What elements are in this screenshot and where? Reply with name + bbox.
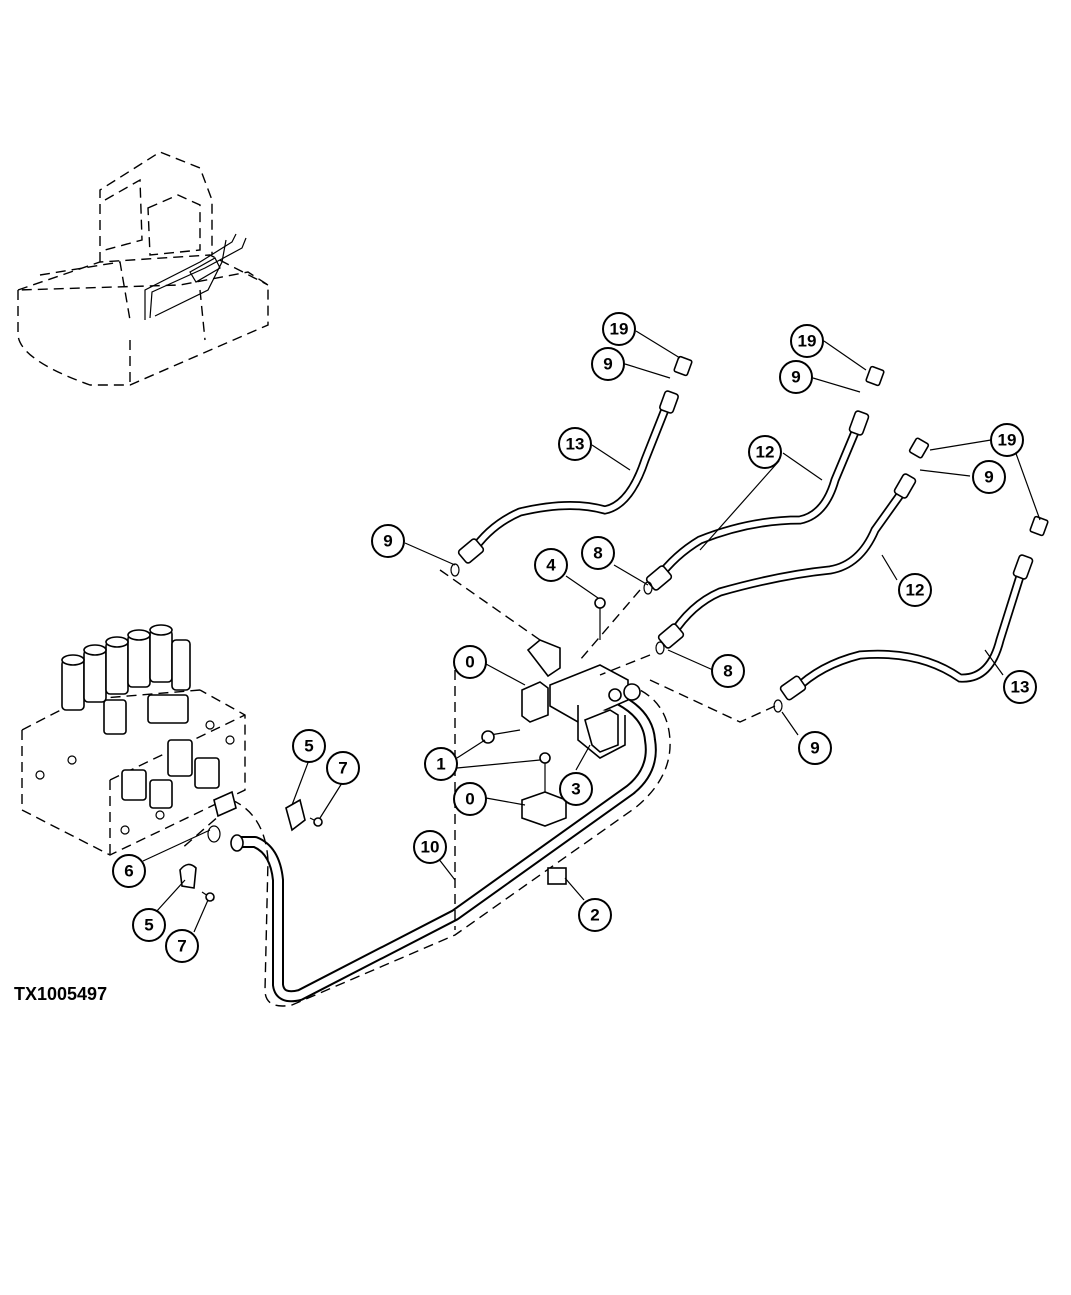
svg-text:8: 8 bbox=[593, 544, 602, 563]
callout-0-a: 0 bbox=[453, 645, 487, 679]
svg-text:19: 19 bbox=[610, 320, 629, 339]
figure-id-label: TX1005497 bbox=[14, 984, 108, 1004]
callout-19-a: 19 bbox=[602, 312, 636, 346]
svg-text:4: 4 bbox=[546, 556, 556, 575]
svg-text:13: 13 bbox=[1011, 678, 1030, 697]
callout-7-b: 7 bbox=[165, 929, 199, 963]
callout-9-b: 9 bbox=[779, 360, 813, 394]
svg-text:10: 10 bbox=[421, 838, 440, 857]
svg-text:5: 5 bbox=[144, 916, 153, 935]
svg-text:9: 9 bbox=[984, 468, 993, 487]
svg-text:9: 9 bbox=[791, 368, 800, 387]
callout-19-b: 19 bbox=[790, 324, 824, 358]
manifold-block-illustration bbox=[481, 597, 641, 885]
svg-text:13: 13 bbox=[566, 435, 585, 454]
hose-13-lower bbox=[773, 515, 1049, 713]
svg-text:6: 6 bbox=[124, 862, 133, 881]
callout-8-b: 8 bbox=[711, 654, 745, 688]
hose-12-upper bbox=[643, 365, 885, 595]
svg-text:0: 0 bbox=[465, 653, 474, 672]
svg-text:12: 12 bbox=[756, 443, 775, 462]
svg-text:19: 19 bbox=[798, 332, 817, 351]
callout-13-a: 13 bbox=[558, 427, 592, 461]
callout-9-a: 9 bbox=[591, 347, 625, 381]
svg-text:9: 9 bbox=[810, 739, 819, 758]
callout-4: 4 bbox=[534, 548, 568, 582]
callout-5-b: 5 bbox=[132, 908, 166, 942]
callout-13-b: 13 bbox=[1003, 670, 1037, 704]
svg-text:9: 9 bbox=[603, 355, 612, 374]
machine-overview-illustration bbox=[17, 151, 269, 386]
svg-text:5: 5 bbox=[304, 737, 313, 756]
callout-6: 6 bbox=[112, 854, 146, 888]
leader-lines bbox=[142, 330, 1041, 933]
callout-2: 2 bbox=[578, 898, 612, 932]
callout-9-d: 9 bbox=[371, 524, 405, 558]
hose-13-upper bbox=[450, 355, 693, 577]
svg-text:19: 19 bbox=[998, 431, 1017, 450]
callout-3: 3 bbox=[559, 772, 593, 806]
svg-text:12: 12 bbox=[906, 581, 925, 600]
svg-text:2: 2 bbox=[590, 906, 599, 925]
callout-12-b: 12 bbox=[898, 573, 932, 607]
alignment-lines bbox=[179, 569, 776, 851]
callout-1: 1 bbox=[424, 747, 458, 781]
svg-text:3: 3 bbox=[571, 780, 580, 799]
callout-5-a: 5 bbox=[292, 729, 326, 763]
callout-12-a: 12 bbox=[748, 435, 782, 469]
svg-text:7: 7 bbox=[177, 937, 186, 956]
callout-8-a: 8 bbox=[581, 536, 615, 570]
callout-9-c: 9 bbox=[972, 460, 1006, 494]
control-valve-block-illustration bbox=[21, 624, 246, 856]
callout-9-e: 9 bbox=[798, 731, 832, 765]
clamp-parts bbox=[179, 790, 323, 902]
callout-19-c: 19 bbox=[990, 423, 1024, 457]
svg-text:1: 1 bbox=[436, 755, 445, 774]
svg-text:7: 7 bbox=[338, 759, 347, 778]
svg-text:8: 8 bbox=[723, 662, 732, 681]
svg-text:9: 9 bbox=[383, 532, 392, 551]
callout-10: 10 bbox=[413, 830, 447, 864]
callout-7-a: 7 bbox=[326, 751, 360, 785]
hose-12-lower bbox=[655, 437, 930, 655]
callout-0-b: 0 bbox=[453, 782, 487, 816]
svg-text:0: 0 bbox=[465, 790, 474, 809]
